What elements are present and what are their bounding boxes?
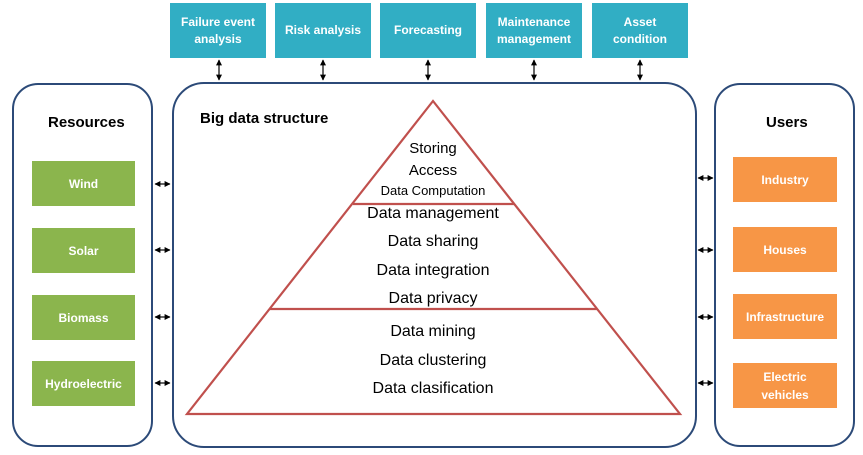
resource-solar: Solar [32,228,135,273]
left-connectors [154,181,171,386]
tier-middle-data-sharing: Data sharing [387,233,479,250]
resource-biomass: Biomass [32,295,135,340]
resource-wind: Wind [32,161,135,206]
structure-title: Big data structure [200,110,329,127]
tier-top-access: Access [408,162,458,179]
tier-middle-data-integration: Data integration [376,262,490,279]
module-risk-analysis: Risk analysis [275,3,371,58]
tier-top-data-computation: Data Computation [380,183,486,198]
top-connectors [216,59,643,81]
resources-title: Resources [48,114,125,131]
big-data-structure-panel: Big data structure [172,82,697,448]
user-infrastructure: Infrastructure [733,294,837,339]
module-forecasting: Forecasting [380,3,476,58]
tier-middle-data-privacy: Data privacy [388,290,478,307]
tier-bottom-data-clustering: Data clustering [379,352,487,369]
tier-middle-data-management: Data management [367,205,499,222]
module-asset-condition: Asset condition [592,3,688,58]
module-failure-event-analysis: Failure event analysis [170,3,266,58]
pyramid-outline [184,99,683,416]
tier-top-storing: Storing [409,140,457,157]
user-houses: Houses [733,227,837,272]
module-maintenance-management: Maintenance management [486,3,582,58]
pyramid [184,99,683,416]
resource-hydroelectric: Hydroelectric [32,361,135,406]
tier-bottom-data-mining: Data mining [390,323,476,340]
right-connectors [697,175,714,386]
tier-bottom-data-clasification: Data clasification [372,380,494,397]
user-industry: Industry [733,157,837,202]
users-title: Users [766,114,808,131]
user-electric-vehicles: Electric vehicles [733,363,837,408]
